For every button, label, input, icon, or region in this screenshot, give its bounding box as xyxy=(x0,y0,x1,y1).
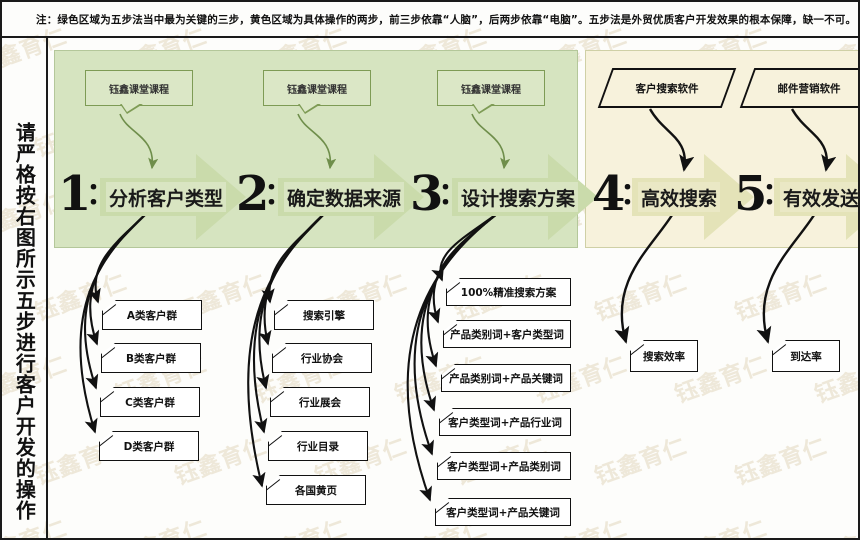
leaf-label: C类客户群 xyxy=(125,396,175,409)
corner-fold-icon xyxy=(101,343,116,359)
speech-tail-fill-icon xyxy=(473,103,493,112)
leaf-label: D类客户群 xyxy=(123,440,175,453)
leaf-box: 100%精准搜索方案 xyxy=(446,278,571,306)
leaf-box: 产品类别词+产品关键词 xyxy=(441,364,571,392)
corner-fold-icon xyxy=(270,387,285,403)
corner-fold-icon xyxy=(272,343,287,359)
step-label-5: 有效发送 xyxy=(780,182,858,212)
leaf-box: 搜索引擎 xyxy=(274,300,374,330)
leaf-label: 客户类型词+产品关键词 xyxy=(446,506,560,519)
step-number-4: 4 xyxy=(592,166,626,222)
leaf-label: 产品类别词+产品关键词 xyxy=(449,372,563,385)
course-box-2: 钰鑫课堂课程 xyxy=(263,70,371,114)
step-label-1: 分析客户类型 xyxy=(106,182,227,212)
course-box-label: 钰鑫课堂课程 xyxy=(287,84,347,96)
leaf-label: 行业目录 xyxy=(297,440,339,453)
speech-tail-fill-icon xyxy=(121,103,141,112)
leaf-box: 搜索效率 xyxy=(630,340,698,372)
step-label-4: 高效搜索 xyxy=(638,182,721,212)
corner-fold-icon xyxy=(100,387,115,403)
leaf-label: 各国黄页 xyxy=(295,484,337,497)
leaf-label: 行业协会 xyxy=(301,352,343,365)
leaf-label: 行业展会 xyxy=(299,396,341,409)
left-title-column: 请严格按右图所示五步进行客户开发的操作 xyxy=(2,38,48,538)
leaf-label: 产品类别词+客户类型词 xyxy=(450,328,564,341)
leaf-box: 客户类型词+产品关键词 xyxy=(435,498,571,526)
step-label-3: 设计搜索方案 xyxy=(458,182,579,212)
step-number-5: 5 xyxy=(734,166,768,222)
leaf-box: 到达率 xyxy=(772,340,840,372)
corner-fold-icon xyxy=(772,340,787,356)
software-box-label: 客户搜索软件 xyxy=(635,82,699,95)
corner-fold-icon xyxy=(266,475,281,491)
leaf-label: 客户类型词+产品类别词 xyxy=(447,460,561,473)
leaf-label: 100%精准搜索方案 xyxy=(460,286,557,299)
software-box-email-marketing: 邮件营销软件 xyxy=(739,68,858,108)
corner-fold-icon xyxy=(102,300,117,316)
corner-fold-icon xyxy=(446,278,461,294)
note-bar: 注：绿色区域为五步法当中最为关键的三步，黄色区域为具体操作的两步，前三步依靠“人… xyxy=(2,2,858,38)
left-vertical-title: 请严格按右图所示五步进行客户开发的操作 xyxy=(12,122,37,521)
course-box-label: 钰鑫课堂课程 xyxy=(461,84,521,96)
leaf-box: 客户类型词+产品类别词 xyxy=(437,452,571,480)
leaf-box: A类客户群 xyxy=(102,300,202,330)
leaf-box: D类客户群 xyxy=(99,431,199,461)
corner-fold-icon xyxy=(630,340,645,356)
software-box-label: 邮件营销软件 xyxy=(777,82,841,95)
leaf-label: 到达率 xyxy=(790,350,822,363)
note-text: 注：绿色区域为五步法当中最为关键的三步，黄色区域为具体操作的两步，前三步依靠“人… xyxy=(36,13,857,26)
leaf-label: 搜索引擎 xyxy=(303,309,345,322)
software-box-customer-search: 客户搜索软件 xyxy=(597,68,737,108)
leaf-box: 行业协会 xyxy=(272,343,372,373)
corner-fold-icon xyxy=(268,431,283,447)
corner-fold-icon xyxy=(274,300,289,316)
step-label-2: 确定数据来源 xyxy=(284,182,405,212)
leaf-label: B类客户群 xyxy=(125,352,176,365)
leaf-label: 搜索效率 xyxy=(643,350,685,363)
course-box-label: 钰鑫课堂课程 xyxy=(109,84,169,96)
leaf-label: 客户类型词+产品行业词 xyxy=(448,416,562,429)
corner-fold-icon xyxy=(99,431,114,447)
leaf-box: B类客户群 xyxy=(101,343,201,373)
leaf-label: A类客户群 xyxy=(126,309,178,322)
leaf-box: 行业展会 xyxy=(270,387,370,417)
course-box-3: 钰鑫课堂课程 xyxy=(437,70,545,114)
leaf-box: 产品类别词+客户类型词 xyxy=(443,320,571,348)
course-box-1: 钰鑫课堂课程 xyxy=(85,70,193,114)
leaf-box: 客户类型词+产品行业词 xyxy=(439,408,571,436)
leaf-box: 各国黄页 xyxy=(266,475,366,505)
leaf-box: C类客户群 xyxy=(100,387,200,417)
speech-tail-fill-icon xyxy=(299,103,319,112)
leaf-box: 行业目录 xyxy=(268,431,368,461)
